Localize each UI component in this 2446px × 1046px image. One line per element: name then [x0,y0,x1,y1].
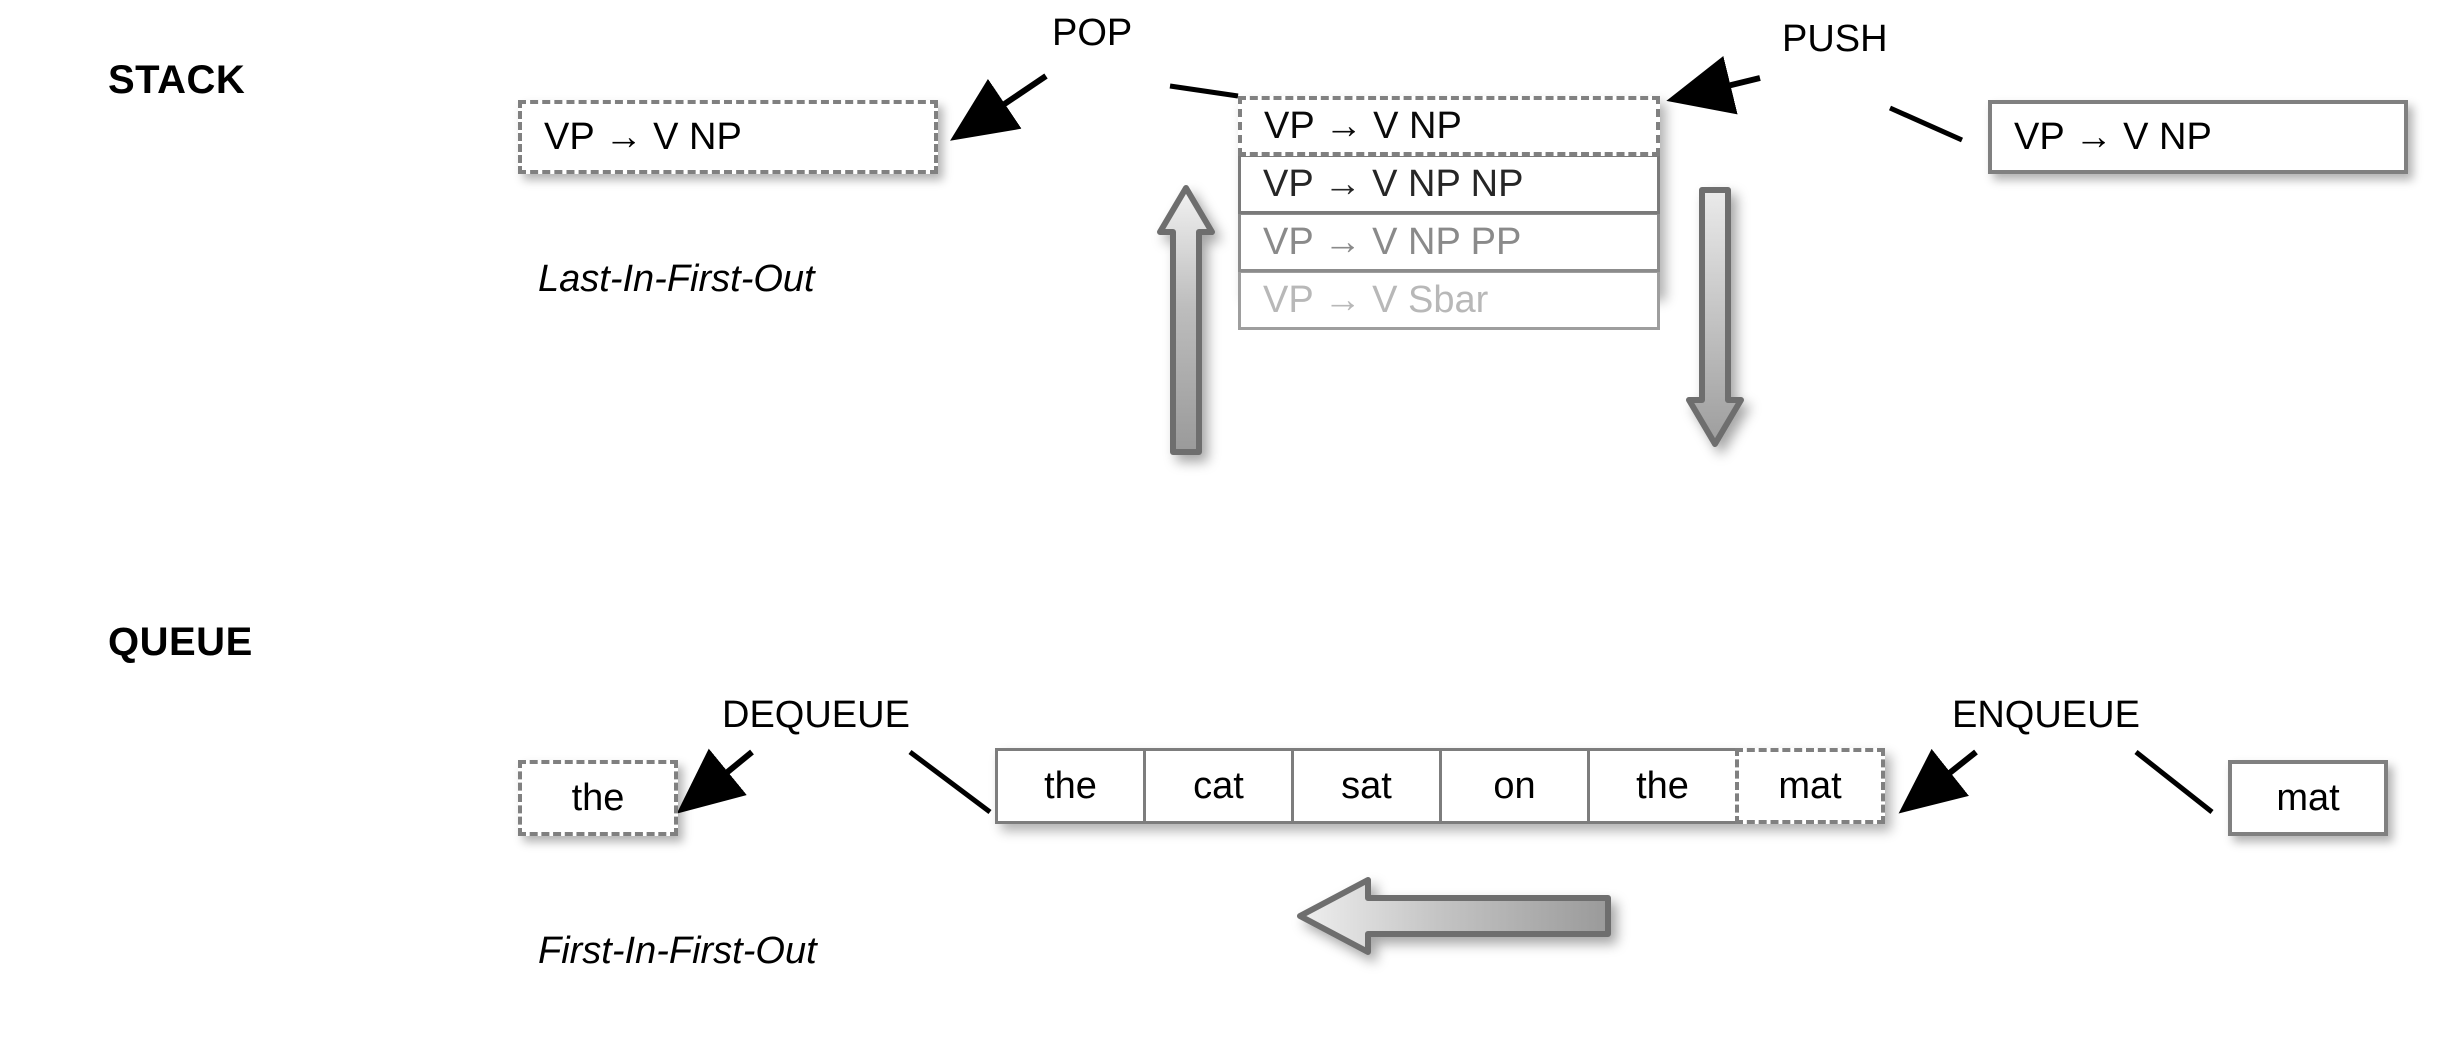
queue-cell[interactable]: the [1587,748,1737,824]
queue-cell[interactable]: the [995,748,1145,824]
stack-row-text: VP → V NP NP [1263,162,1524,205]
stack-row-text: VP → V Sbar [1263,278,1489,321]
push-arrow [1666,56,1761,115]
stack-row-text: VP → V NP PP [1263,220,1522,263]
queue-cell-text: sat [1341,764,1392,807]
page-title-stack: STACK [108,58,246,102]
stack-row[interactable]: VP → V NP NP [1238,154,1660,214]
popped-item-box[interactable]: VP → V NP [518,100,938,174]
dequeue-leader-line [908,750,992,814]
stack-row[interactable]: VP → V Sbar [1238,270,1660,330]
caption-fifo: First-In-First-Out [538,930,817,972]
queue-cell-text: the [1044,764,1097,807]
push-leader-line [1888,105,1964,143]
queue-cell[interactable]: mat [1735,748,1885,824]
popped-item-text: VP → V NP [544,115,742,158]
queue-cell-text: mat [1778,764,1842,807]
enqueue-arrow [1898,748,1978,814]
dequeue-label: DEQUEUE [722,694,910,736]
stack-row[interactable]: VP → V NP PP [1238,212,1660,272]
pushed-item-text: VP → V NP [2014,115,2212,158]
push-label: PUSH [1782,18,1888,60]
pop-leader-line [1169,83,1239,99]
stack-row-text: VP → V NP [1264,104,1462,147]
push-direction-arrow [1686,187,1744,447]
enqueued-item-text: mat [2276,776,2340,819]
page-title-queue: QUEUE [108,620,253,664]
queue-cell-text: the [1636,764,1689,807]
dequeued-item-text: the [571,776,625,819]
caption-lifo: Last-In-First-Out [538,258,815,300]
queue-container: the cat sat on the mat [995,748,1885,824]
dequeued-item-box[interactable]: the [518,760,678,836]
queue-cell[interactable]: sat [1291,748,1441,824]
enqueue-leader-line [2134,750,2214,814]
queue-cell[interactable]: cat [1143,748,1293,824]
queue-cell[interactable]: on [1439,748,1589,824]
queue-cell-text: on [1493,764,1536,807]
enqueue-label: ENQUEUE [1952,694,2140,736]
pop-arrow [950,73,1048,141]
queue-flow-arrow-left [1297,877,1611,955]
stack-row[interactable]: VP → V NP [1238,96,1660,156]
dequeue-arrow [676,748,754,814]
enqueued-item-box[interactable]: mat [2228,760,2388,836]
stack-container: VP → V NP VP → V NP NP VP → V NP PP VP →… [1238,96,1660,330]
pop-label: POP [1052,12,1133,54]
pushed-item-box[interactable]: VP → V NP [1988,100,2408,174]
queue-cell-text: cat [1193,764,1244,807]
pop-direction-arrow [1157,185,1215,455]
